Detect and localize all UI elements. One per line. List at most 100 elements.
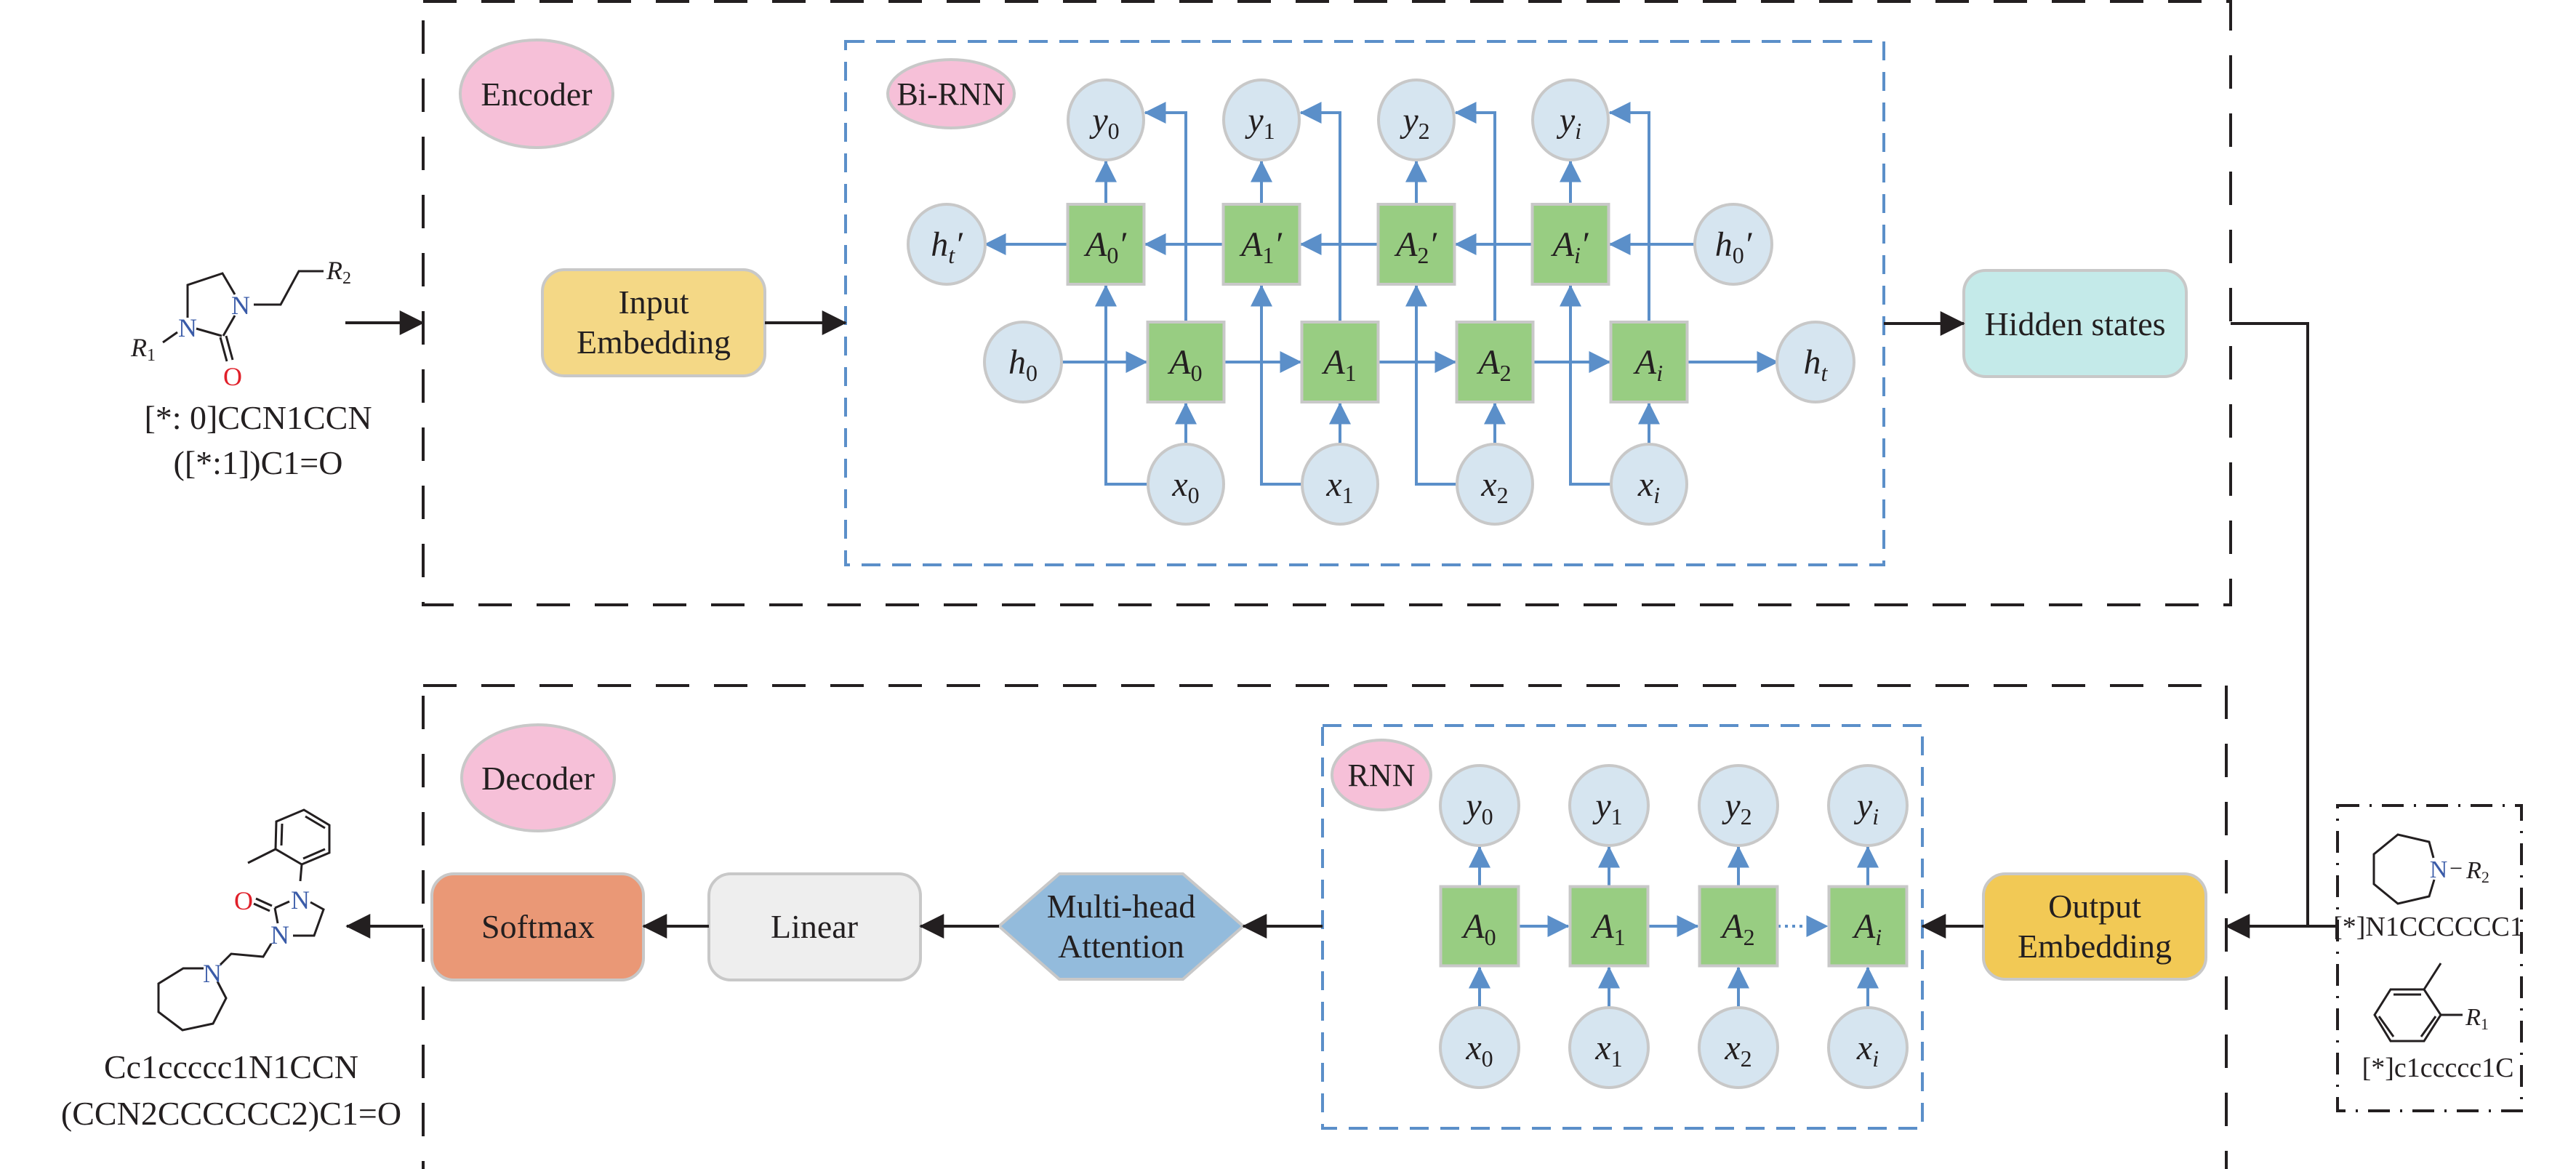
r2-label: R2 <box>326 256 351 288</box>
output-embedding-block: Output Embedding <box>1982 872 2207 981</box>
birnn-input-node: xi <box>1610 443 1688 526</box>
input-embedding-line1: Input <box>618 284 689 321</box>
rnn-cell: A1 <box>1568 885 1650 968</box>
rnn-label: RNN <box>1331 739 1432 811</box>
linear-text: Linear <box>771 908 858 945</box>
arrow-x-to-aprime-1 <box>1251 284 1302 486</box>
birnn-h-back-start-label: h0′ <box>1715 225 1753 268</box>
output-embedding-line1: Output <box>2048 888 2141 925</box>
rnn-output-node: yi <box>1827 764 1909 847</box>
birnn-h-back-end: ht′ <box>907 203 987 286</box>
birnn-network: y0A0′A0x0y1A1′A1x1y2A2′A2x2yiAi′Aixiht′h… <box>907 79 1855 526</box>
benzene-ring <box>2373 988 2442 1043</box>
rnn-output-node-label: y2 <box>1721 787 1752 829</box>
birnn-output-node-label: y1 <box>1244 101 1275 144</box>
r1-label: R1 <box>130 333 156 365</box>
arrow-x-to-aprime-3 <box>1560 284 1611 486</box>
softmax-block: Softmax <box>430 872 645 981</box>
rnn-output-node-label: yi <box>1853 787 1879 829</box>
input-smiles-line1: [*: 0]CCN1CCN <box>144 399 372 436</box>
rnn-input-node: x0 <box>1439 1006 1520 1089</box>
decoder-label-text: Decoder <box>481 760 595 797</box>
decoder-label: Decoder <box>460 723 616 832</box>
rnn-connectors <box>1469 845 1879 1008</box>
rnn-output-node-label: y0 <box>1462 787 1493 829</box>
rnn-label-text: RNN <box>1348 758 1416 793</box>
birnn-input-node: x2 <box>1456 443 1534 526</box>
birnn-output-node-label: y0 <box>1088 101 1119 144</box>
output-embedding-line2: Embedding <box>2018 928 2172 965</box>
birnn-label: Bi-RNN <box>886 58 1016 129</box>
birnn-input-node: x0 <box>1147 443 1225 526</box>
birnn-input-node-label: x0 <box>1171 465 1199 508</box>
hidden-states-block: Hidden states <box>1962 269 2188 378</box>
atom-n-ring: N <box>270 920 289 949</box>
rnn-input-node-label: x0 <box>1465 1029 1493 1072</box>
hidden-states-text: Hidden states <box>1984 305 2165 342</box>
rnn-input-node-label: xi <box>1856 1029 1879 1072</box>
atom-o-carbonyl: O <box>234 886 253 915</box>
atom-n-azepane: N <box>203 959 222 988</box>
input-smiles-line2: ([*:1])C1=O <box>174 444 343 481</box>
fragment-bond: − <box>2449 855 2463 881</box>
rnn-cell-label: Ai <box>1852 907 1882 950</box>
fragment-atom-n: N <box>2430 856 2448 883</box>
birnn-backward-cell-label: A0′ <box>1083 225 1127 268</box>
birnn-backward-cell-label: Ai′ <box>1551 225 1589 268</box>
birnn-h-end: ht <box>1775 321 1855 403</box>
attention-line2: Attention <box>1058 928 1184 965</box>
birnn-h-back-start: h0′ <box>1693 203 1773 286</box>
birnn-output-node: y2 <box>1377 79 1456 161</box>
fragment-smiles-2: [*]c1ccccc1C <box>2362 1053 2514 1083</box>
fragments-container <box>2336 804 2523 1112</box>
atom-n2: N <box>231 291 250 320</box>
rnn-output-node: y0 <box>1439 764 1520 847</box>
arrow-a-to-y-2 <box>1454 102 1496 322</box>
birnn-forward-cell: A2 <box>1455 321 1535 403</box>
rnn-cell-label: A2 <box>1720 907 1754 950</box>
birnn-forward-cell-label: A1 <box>1321 343 1356 386</box>
birnn-forward-cell-label: A2 <box>1476 343 1511 386</box>
rnn-output-node: y2 <box>1698 764 1779 847</box>
rnn-cell-label: A1 <box>1590 907 1625 950</box>
arrow-x-to-aprime-0 <box>1095 284 1148 486</box>
multihead-attention-block: Multi-head Attention <box>996 872 1246 981</box>
rnn-input-node: xi <box>1827 1006 1909 1089</box>
rnn-cell: A0 <box>1439 885 1520 968</box>
birnn-output-node: y1 <box>1222 79 1301 161</box>
birnn-h-start-label: h0 <box>1008 343 1038 386</box>
birnn-forward-cell: Ai <box>1609 321 1689 403</box>
rnn-input-node-label: x1 <box>1594 1029 1622 1072</box>
softmax-text: Softmax <box>481 908 595 945</box>
atom-n1: N <box>178 313 197 342</box>
input-embedding-block: Input Embedding <box>541 268 766 377</box>
arrow-a-to-y-1 <box>1299 102 1341 322</box>
birnn-connectors <box>984 102 1779 486</box>
rnn-cell: Ai <box>1827 885 1909 968</box>
birnn-output-node: y0 <box>1067 79 1145 161</box>
input-molecule: N N O R1 R2 [*: 0]CCN1CCN ([*:1])C1=O <box>130 256 372 481</box>
arrow-a-to-y-0 <box>1144 102 1187 322</box>
output-molecule: N N N O Cc1ccccc1N1CCN (CCN2CCCCCC2)C1=O <box>61 808 401 1132</box>
birnn-forward-cell-label: Ai <box>1633 343 1663 386</box>
rnn-cell: A2 <box>1698 885 1779 968</box>
fragment-smiles-1: [*]N1CCCCCC1 <box>2333 912 2524 942</box>
connector-hidden-to-decoder <box>2231 322 2309 926</box>
attention-line1: Multi-head <box>1047 888 1195 925</box>
birnn-container <box>844 40 1885 566</box>
encoder-container <box>422 0 2232 606</box>
rnn-input-node-label: x2 <box>1724 1029 1752 1072</box>
fragment-r1-label: R1 <box>2465 1004 2489 1033</box>
birnn-forward-cell: A0 <box>1146 321 1226 403</box>
birnn-h-start: h0 <box>983 321 1063 403</box>
rnn-input-node: x2 <box>1698 1006 1779 1089</box>
encoder-label: Encoder <box>459 39 614 149</box>
fragment-azepane: N − R2 [*]N1CCCCCC1 <box>2333 833 2524 942</box>
atom-n-aryl: N <box>291 885 310 915</box>
input-embedding-line2: Embedding <box>577 324 731 361</box>
rnn-output-node: y1 <box>1568 764 1650 847</box>
output-smiles-line2: (CCN2CCCCCC2)C1=O <box>61 1095 401 1132</box>
birnn-h-back-end-label: ht′ <box>931 225 963 268</box>
